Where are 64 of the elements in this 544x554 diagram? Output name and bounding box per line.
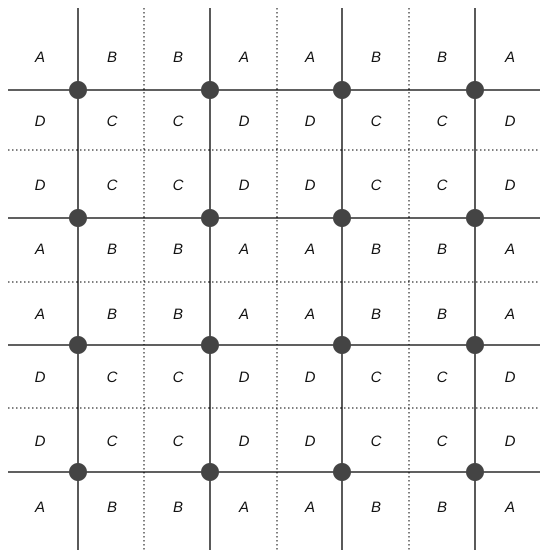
cell-letter: B [173,241,183,259]
cell-letter: D [238,113,250,131]
cell-letter: C [436,177,448,195]
cell-letter: D [304,177,316,195]
cell-letter: A [505,306,515,324]
cell-letter: A [239,49,249,67]
cell-letter: C [436,369,448,387]
cell-letter: A [239,241,249,259]
cell-letter: A [505,49,515,67]
cell-letter: B [371,241,381,259]
cell-letter: B [107,306,117,324]
cell-letter: A [239,499,249,517]
cell-letter: C [106,177,118,195]
cell-letter: C [370,369,382,387]
cell-letter: A [505,241,515,259]
cell-letter: C [106,433,118,451]
cell-letter: B [107,499,117,517]
cell-letter: D [504,369,516,387]
cell-letter: D [34,369,46,387]
cell-letter: B [173,49,183,67]
cell-letter: D [238,433,250,451]
cell-letter: B [371,49,381,67]
cell-letter: D [34,433,46,451]
cell-letter: D [504,433,516,451]
cell-letter: D [504,177,516,195]
cell-letter: B [173,499,183,517]
cell-letter: B [437,306,447,324]
cell-letter: B [371,499,381,517]
cell-letter: B [107,241,117,259]
cell-letter: C [370,113,382,131]
cell-letter: A [305,241,315,259]
cell-letter: C [172,369,184,387]
cell-letter: D [238,177,250,195]
cell-letter: B [371,306,381,324]
cell-letter: A [505,499,515,517]
cell-letter: C [436,433,448,451]
cell-letter: B [173,306,183,324]
cell-letter: B [107,49,117,67]
cell-letter: A [35,306,45,324]
cell-letter: C [436,113,448,131]
cell-letter: A [35,499,45,517]
cell-letter: C [106,113,118,131]
cell-letter: D [34,113,46,131]
cell-letter: C [172,433,184,451]
cell-letter: C [370,433,382,451]
cell-letter: C [370,177,382,195]
cell-letter: A [305,306,315,324]
cell-letter: B [437,49,447,67]
cell-letter: A [35,241,45,259]
cell-letter: D [34,177,46,195]
cell-letter: B [437,499,447,517]
cell-letter: C [172,177,184,195]
cell-letter: C [172,113,184,131]
cell-letter: D [304,369,316,387]
cell-letter: D [304,433,316,451]
cell-letter: A [239,306,249,324]
cell-letter: A [305,499,315,517]
cell-letter: A [35,49,45,67]
cell-letter: D [304,113,316,131]
cell-letter: D [238,369,250,387]
cell-letter: C [106,369,118,387]
cell-letter: B [437,241,447,259]
cell-letter: D [504,113,516,131]
cell-letter: A [305,49,315,67]
